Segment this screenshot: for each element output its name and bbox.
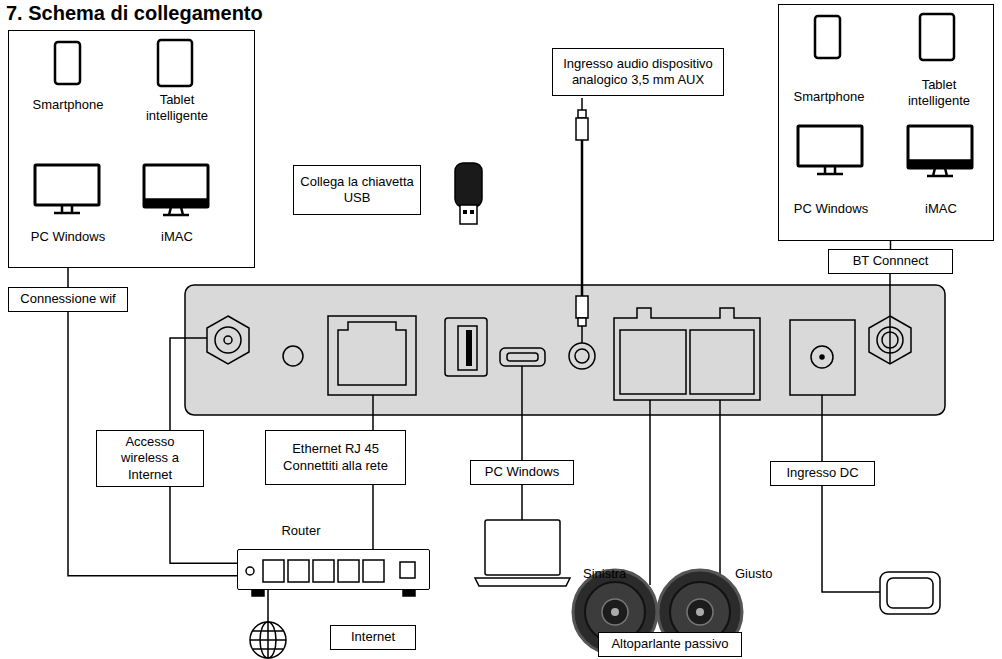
node-text: Collega la chiavetta USB — [298, 174, 416, 207]
usb-port — [445, 318, 487, 376]
router-ports — [246, 560, 415, 596]
leader-line — [521, 485, 523, 520]
leader-line — [372, 395, 374, 430]
monitor-icon — [798, 126, 862, 174]
leader-line — [821, 395, 823, 461]
node-text: PC Windows — [781, 201, 881, 217]
node-text: Tablet intelligente — [897, 77, 981, 110]
speaker-terminal — [614, 308, 760, 400]
globe-icon — [250, 622, 286, 658]
callout-box: Internet — [330, 625, 416, 650]
router-box: Router — [237, 549, 430, 590]
node-text: PC Windows — [485, 464, 559, 480]
rj45-port — [328, 316, 416, 395]
connector-line — [68, 312, 237, 576]
reset-button — [283, 346, 303, 366]
node-text: Connessione wif — [20, 291, 115, 307]
connector-line — [67, 268, 69, 287]
tablet-icon — [920, 14, 954, 60]
callout-box: Connessione wif — [8, 287, 128, 312]
leader-line — [889, 271, 891, 364]
callout-box: Ethernet RJ 45 Connettiti alla rete — [265, 430, 406, 485]
node-text: PC Windows — [18, 229, 118, 245]
main-unit-housing — [185, 285, 945, 415]
audio-cable — [576, 98, 588, 343]
dc-jack — [790, 320, 855, 395]
micro-usb-port — [500, 348, 545, 366]
imac-icon — [908, 126, 972, 176]
callout-box: Ingresso DC — [770, 461, 875, 486]
callout-box: Collega la chiavetta USB — [293, 165, 421, 215]
wifi-antenna-connector — [207, 316, 249, 364]
callout-box: Ingresso audio dispositivo analogico 3,5… — [552, 48, 724, 96]
node-text: iMAC — [137, 229, 217, 245]
leader-line — [521, 366, 523, 460]
node-text: Internet — [351, 629, 395, 645]
device-group-box: Smartphone Tablet intelligente PC Windows i… — [778, 4, 994, 241]
audio-jack — [569, 343, 595, 369]
node-text: iMAC — [901, 201, 981, 217]
node-text: Smartphone — [18, 97, 118, 113]
node-text: BT Connnect — [853, 253, 929, 269]
callout-box: BT Connnect — [828, 249, 953, 274]
node-text: Ethernet RJ 45 Connettiti alla rete — [270, 441, 401, 474]
node-text: Ingresso DC — [786, 465, 858, 481]
callout-box: Altoparlante passivo — [598, 632, 742, 657]
diagram-title: 7. Schema di collegamento — [6, 2, 263, 25]
speaker-channel-label: Giusto — [735, 566, 773, 581]
node-text: Ingresso audio dispositivo analogico 3,5… — [557, 56, 719, 89]
speaker-channel-label: Sinistra — [583, 566, 626, 581]
node-text: Router — [261, 523, 341, 539]
connector-line — [890, 241, 892, 249]
callout-box: PC Windows — [470, 460, 574, 485]
leader-line — [649, 400, 651, 585]
smartphone-icon — [815, 16, 840, 58]
leader-line — [170, 338, 207, 430]
node-text: Accesso wireless a Internet — [101, 434, 199, 483]
usb-stick — [455, 163, 482, 224]
leader-line — [719, 400, 721, 575]
node-text: Smartphone — [779, 89, 879, 105]
smartphone-icon — [55, 42, 80, 84]
node-text: Tablet intelligente — [135, 92, 219, 125]
laptop-icon — [475, 520, 570, 586]
leader-line — [822, 486, 880, 592]
callout-box: Accesso wireless a Internet — [96, 430, 204, 487]
node-text: Altoparlante passivo — [611, 636, 728, 652]
imac-icon — [144, 165, 208, 215]
connector-line — [372, 485, 374, 549]
device-group-box: Smartphone Tablet intelligente PC Windows i… — [8, 30, 255, 268]
connector-line — [170, 487, 237, 563]
leader-line — [267, 590, 269, 622]
power-adapter — [880, 572, 940, 614]
tablet-icon — [158, 40, 192, 86]
monitor-icon — [35, 165, 99, 213]
